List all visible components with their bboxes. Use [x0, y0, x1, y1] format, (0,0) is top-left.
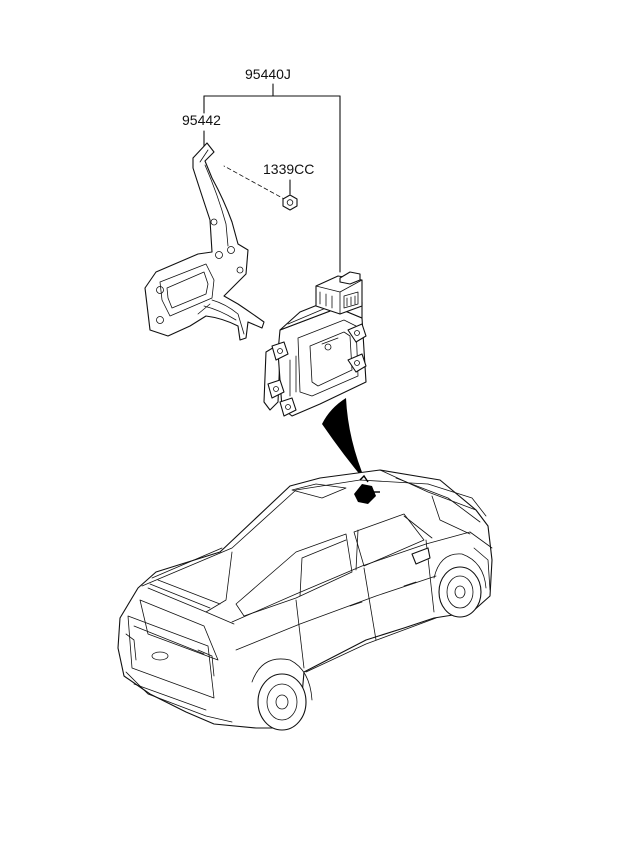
- part-number-95440j[interactable]: 95440J: [245, 66, 291, 82]
- leader-lines: [203, 83, 341, 273]
- location-pointer: [322, 398, 366, 482]
- ecu-module: [263, 271, 367, 417]
- vehicle-illustration: [117, 469, 493, 731]
- part-number-1339cc[interactable]: 1339CC: [263, 161, 314, 177]
- ecu-location-marker: [354, 474, 380, 504]
- bracket-95442: [144, 142, 265, 341]
- nut-1339cc: [282, 194, 298, 211]
- part-number-95442[interactable]: 95442: [182, 112, 221, 128]
